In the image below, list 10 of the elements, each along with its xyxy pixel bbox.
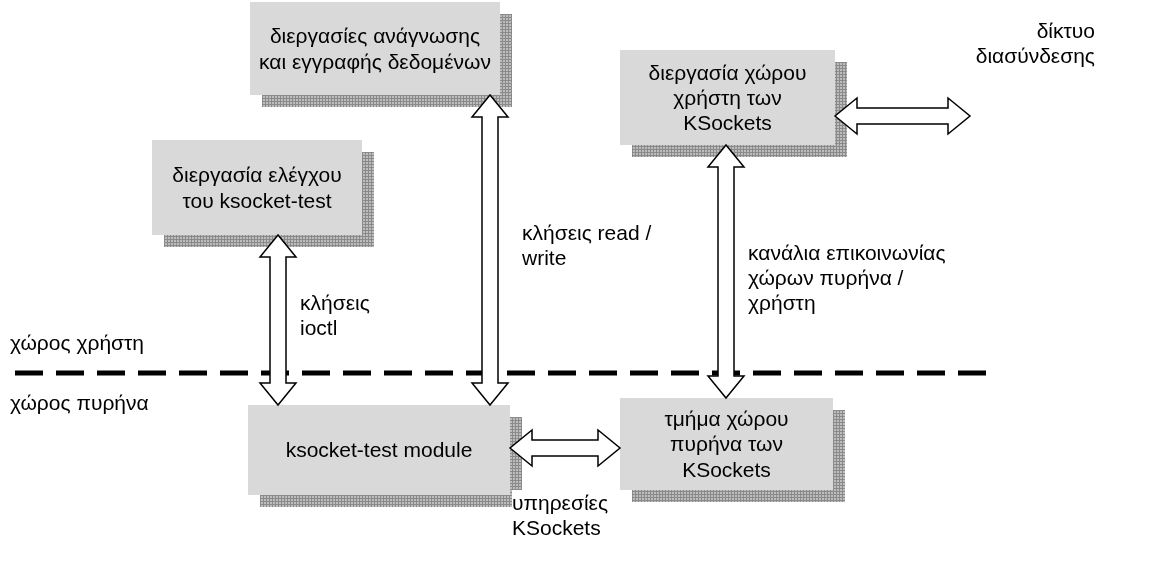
double-block-arrow [258,233,298,407]
process-box: ksocket-test module [248,405,510,495]
double-block-arrow [833,96,972,136]
process-box: διεργασία χώρου χρήστη των KSockets [620,50,835,145]
double-block-arrow [470,93,510,407]
process-box: διεργασία ελέγχου του ksocket-test [152,140,362,235]
double-block-arrow [706,143,746,400]
double-block-arrow [508,428,622,468]
process-box: τμήμα χώρου πυρήνα των KSockets [620,398,833,490]
process-box: διεργασίες ανάγνωσης και εγγραφής δεδομένων [250,2,500,95]
